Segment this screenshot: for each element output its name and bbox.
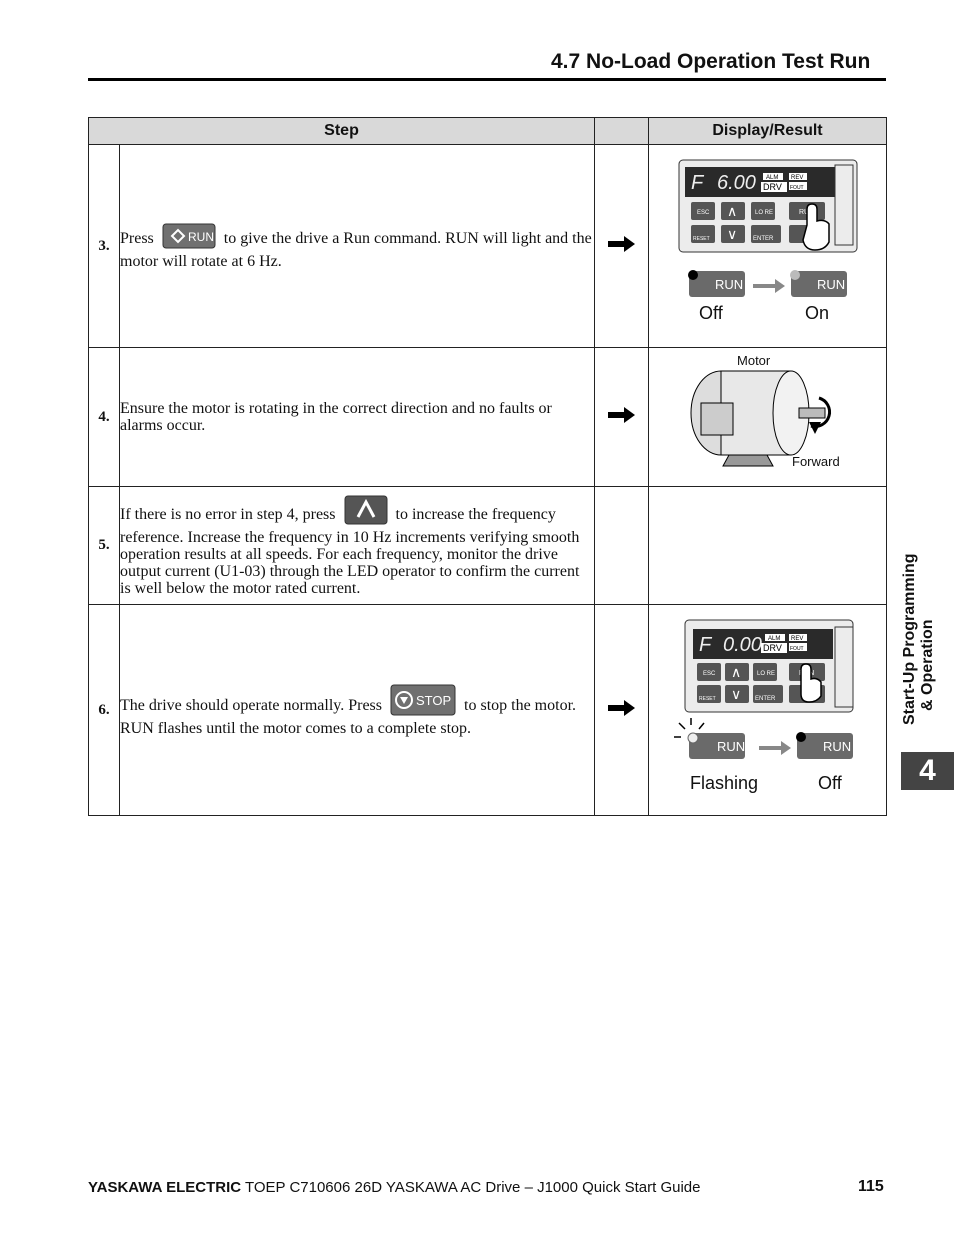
step-text: Press RUN to give the drive a Run comman… bbox=[118, 144, 596, 348]
display-cell: F 0.00 ALM REV DRV FOUT ESC ∧ LO RE RUN … bbox=[648, 604, 888, 816]
led-off-label: Off bbox=[699, 303, 723, 323]
step-text-after: to give the drive a Run command. RUN wil… bbox=[120, 229, 592, 270]
section-title: 4.7 No-Load Operation Test Run bbox=[551, 50, 871, 73]
svg-text:∨: ∨ bbox=[731, 686, 741, 702]
run-before-label: RUN bbox=[715, 277, 743, 292]
step-text: The drive should operate normally. Press… bbox=[118, 604, 596, 816]
led-on-label: On bbox=[805, 303, 830, 323]
column-header-display: Display/Result bbox=[648, 117, 888, 145]
stop-key-icon: STOP bbox=[390, 684, 456, 720]
display-cell-empty bbox=[648, 486, 888, 605]
table-row: 3. Press RUN to give the drive a Run com… bbox=[88, 144, 888, 348]
step-text-before: If there is no error in step 4, press bbox=[120, 505, 336, 523]
footer-doc-info: YASKAWA ELECTRIC TOEP C710606 26D YASKAW… bbox=[88, 1179, 701, 1196]
rev-label: REV bbox=[791, 175, 803, 181]
readout-value: 0.00 bbox=[723, 634, 762, 656]
arrow-icon bbox=[594, 604, 650, 816]
drv-label: DRV bbox=[763, 182, 782, 192]
run-after-label: RUN bbox=[823, 739, 851, 754]
up-key-icon bbox=[344, 495, 388, 529]
led-flashing-label: Flashing bbox=[690, 773, 759, 793]
step-text-after: to stop the motor. RUN flashes until the… bbox=[120, 696, 577, 737]
footer-doc: TOEP C710606 26D YASKAWA AC Drive – J100… bbox=[244, 1179, 701, 1196]
header-rule bbox=[88, 78, 886, 81]
run-key-icon: RUN bbox=[162, 223, 216, 253]
fout-label: FOUT bbox=[790, 185, 804, 191]
readout-value: 6.00 bbox=[717, 172, 756, 194]
esc-label: ESC bbox=[697, 210, 710, 216]
arrow-cell-empty bbox=[594, 486, 650, 605]
step-number: 6. bbox=[88, 604, 120, 816]
led-off-label: Off bbox=[818, 773, 842, 793]
column-header-step: Step bbox=[87, 117, 596, 145]
lo-re-label: LO RE bbox=[755, 210, 773, 216]
step-text: If there is no error in step 4, press to… bbox=[118, 486, 596, 605]
step-text: Ensure the motor is rotating in the corr… bbox=[118, 347, 596, 487]
fout-label: FOUT bbox=[790, 646, 804, 652]
table-header-row: Step Display/Result bbox=[87, 117, 888, 145]
chapter-label-line-2: & Operation bbox=[919, 619, 936, 711]
operator-panel-illustration: F 6.00 ALM REV DRV FOUT ESC ∧ LO RE RUN … bbox=[678, 159, 858, 297]
display-cell: F 6.00 ALM REV DRV FOUT ESC ∧ LO RE RUN … bbox=[648, 144, 888, 348]
run-after-label: RUN bbox=[817, 277, 845, 292]
svg-text:∧: ∧ bbox=[727, 203, 737, 219]
enter-label: ENTER bbox=[755, 696, 776, 702]
svg-text:∧: ∧ bbox=[731, 664, 741, 680]
step-number: 4. bbox=[88, 347, 120, 487]
arrow-icon bbox=[594, 144, 650, 348]
page-number: 115 bbox=[858, 1178, 884, 1195]
alm-label: ALM bbox=[766, 175, 778, 181]
steps-table: Step Display/Result 3. Press RUN to give… bbox=[87, 117, 888, 816]
readout-f: F bbox=[691, 172, 705, 194]
step-number: 3. bbox=[88, 144, 120, 348]
alm-label: ALM bbox=[768, 636, 780, 642]
rev-label: REV bbox=[791, 636, 803, 642]
motor-icon bbox=[690, 370, 832, 467]
arrow-icon bbox=[594, 347, 650, 487]
reset-label: RESET bbox=[693, 236, 710, 242]
step-text-before: The drive should operate normally. Press bbox=[120, 696, 383, 714]
stop-key-label: STOP bbox=[416, 693, 451, 708]
svg-text:∨: ∨ bbox=[727, 226, 737, 242]
forward-label: Forward bbox=[792, 454, 840, 469]
step-number: 5. bbox=[88, 486, 120, 605]
lo-re-label: LO RE bbox=[757, 671, 775, 677]
enter-label: ENTER bbox=[753, 236, 774, 242]
run-key-label: RUN bbox=[188, 230, 214, 244]
operator-panel-illustration: F 0.00 ALM REV DRV FOUT ESC ∧ LO RE RUN … bbox=[674, 619, 854, 759]
readout-f: F bbox=[699, 634, 713, 656]
step-text-after: to increase the frequency reference. Inc… bbox=[120, 505, 580, 597]
chapter-tab: 4 bbox=[901, 752, 954, 790]
table-row: 4. Ensure the motor is rotating in the c… bbox=[88, 347, 888, 487]
motor-label: Motor bbox=[737, 353, 771, 368]
column-header-blank bbox=[594, 117, 650, 145]
chapter-label-line-1: Start-Up Programming bbox=[901, 553, 918, 725]
display-cell: Motor Forward bbox=[648, 347, 888, 487]
step-text-before: Press bbox=[120, 229, 154, 247]
footer-brand: YASKAWA ELECTRIC bbox=[88, 1179, 242, 1196]
run-before-label: RUN bbox=[717, 739, 745, 754]
chapter-side-label: Start-Up Programming & Operation bbox=[901, 553, 936, 725]
table-row: 6. The drive should operate normally. Pr… bbox=[88, 604, 888, 816]
drv-label: DRV bbox=[763, 643, 782, 653]
table-row: 5. If there is no error in step 4, press… bbox=[88, 486, 888, 605]
esc-label: ESC bbox=[703, 671, 716, 677]
reset-label: RESET bbox=[699, 696, 716, 702]
